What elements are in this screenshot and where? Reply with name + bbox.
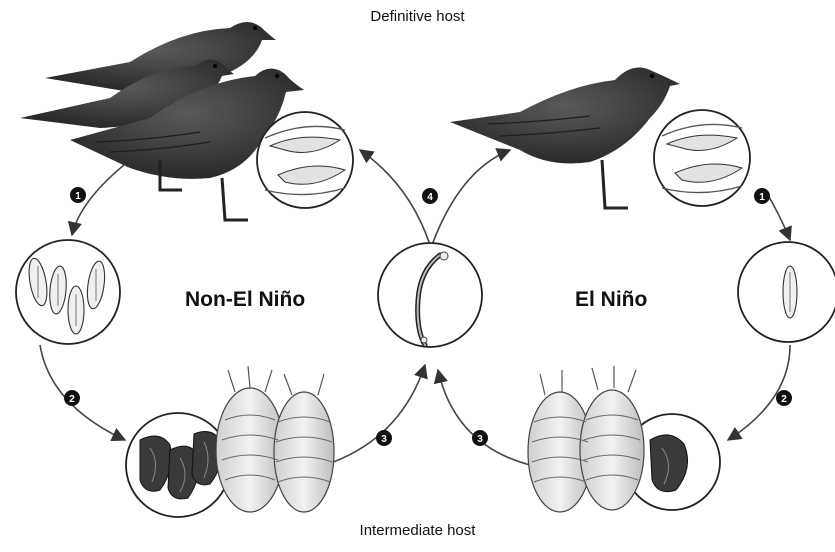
arrow-step-2-left xyxy=(40,345,125,440)
isopod-icon-left xyxy=(216,366,334,512)
step-badge-1-left: 1 xyxy=(70,187,86,203)
svg-text:2: 2 xyxy=(781,394,787,405)
step-badge-3-left: 3 xyxy=(376,430,392,446)
step-badge-2-left: 2 xyxy=(64,390,80,406)
adult-worm-icon xyxy=(378,243,482,347)
arrow-step-3-left xyxy=(325,365,425,465)
gull-icon xyxy=(450,68,680,208)
adult-in-gut-left xyxy=(257,112,353,208)
parasite-eggs-icon xyxy=(16,240,120,344)
arrow-step-3-right xyxy=(438,370,530,465)
svg-text:1: 1 xyxy=(759,192,765,203)
svg-text:4: 4 xyxy=(427,192,433,203)
definitive-host-label: Definitive host xyxy=(0,8,835,25)
parasite-egg-icon xyxy=(738,242,835,342)
step-badge-3-right: 3 xyxy=(472,430,488,446)
svg-text:1: 1 xyxy=(75,191,81,202)
arrow-step-4-right xyxy=(432,150,510,245)
non-el-nino-label: Non-El Niño xyxy=(185,288,305,312)
adult-in-gut-right xyxy=(654,110,750,206)
svg-text:2: 2 xyxy=(69,394,75,405)
gull-flock-icon xyxy=(20,22,304,220)
svg-text:3: 3 xyxy=(477,434,483,445)
arrow-step-4-left xyxy=(360,150,430,245)
larvae-cluster-icon xyxy=(126,413,230,517)
svg-text:3: 3 xyxy=(381,434,387,445)
intermediate-host-label: Intermediate host xyxy=(0,522,835,539)
step-badge-4: 4 xyxy=(422,188,438,204)
step-badge-2-right: 2 xyxy=(776,390,792,406)
el-nino-label: El Niño xyxy=(575,288,647,312)
isopod-icon-right xyxy=(528,366,644,512)
step-badge-1-right: 1 xyxy=(754,188,770,204)
